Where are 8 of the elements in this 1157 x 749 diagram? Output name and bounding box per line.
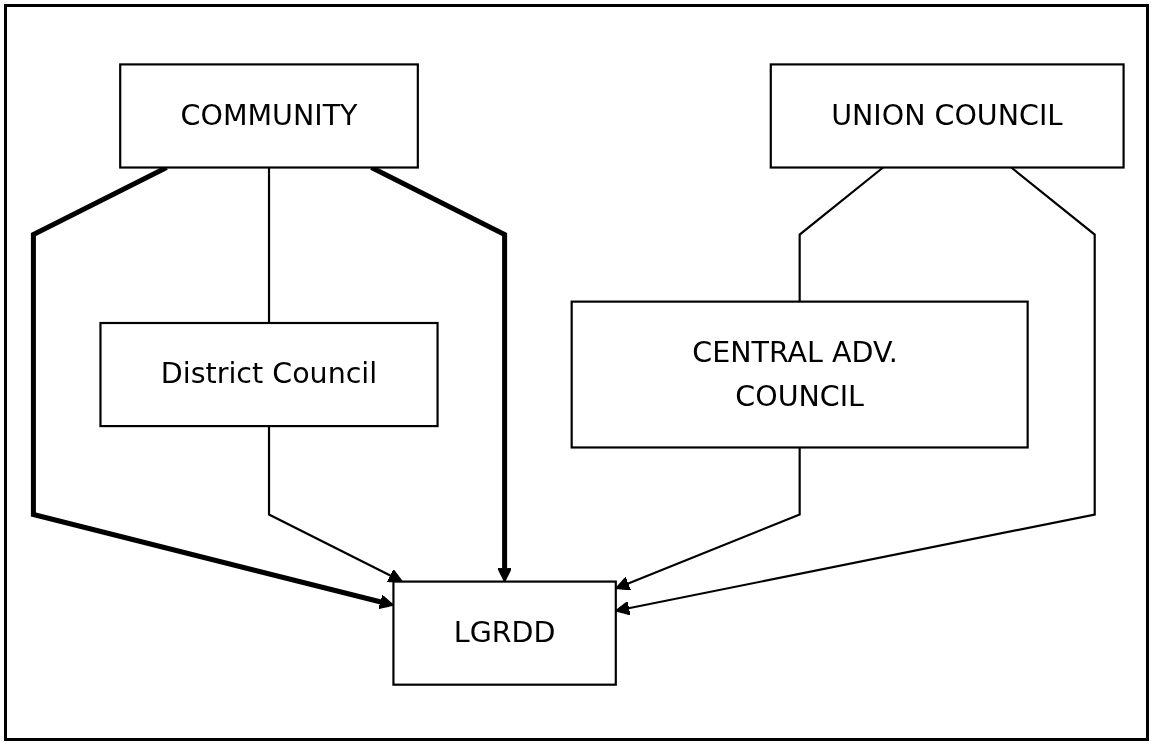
arrow bbox=[267, 426, 403, 583]
node-box: COMMUNITY bbox=[119, 63, 419, 169]
node-box: LGRDD bbox=[392, 580, 617, 686]
node-box: District Council bbox=[99, 321, 439, 428]
node-box: CENTRAL ADV. COUNCIL bbox=[570, 300, 1029, 449]
connector bbox=[267, 167, 271, 323]
node-box: UNION COUNCIL bbox=[769, 63, 1125, 169]
arrow bbox=[615, 447, 801, 591]
